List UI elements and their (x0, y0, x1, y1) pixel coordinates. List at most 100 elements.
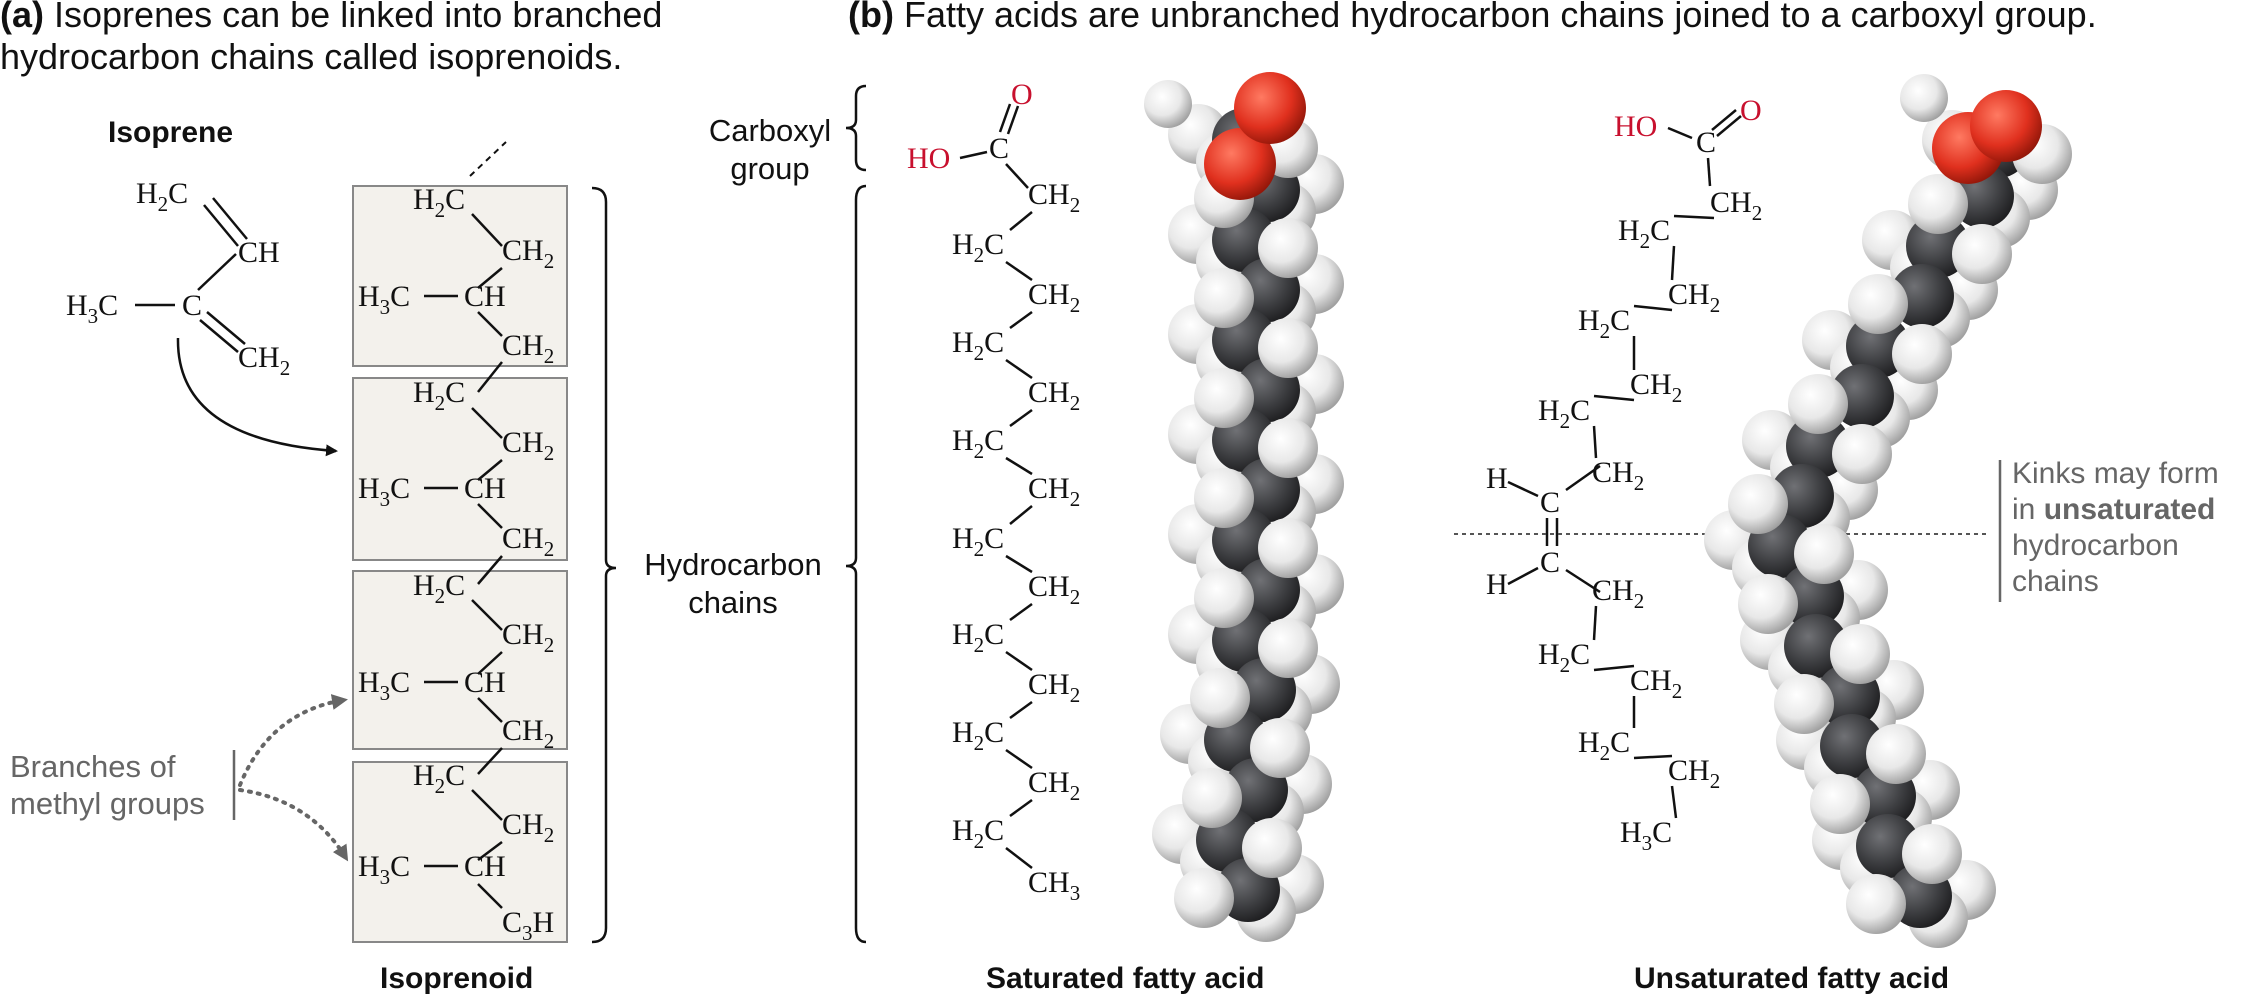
unsat-bottom-group-1: CH2 (1592, 574, 1644, 613)
unit4-c3h-end: C3H (502, 906, 554, 945)
unsat-top-group-3: CH2 (1668, 278, 1720, 317)
unsat-bottom-group-4: H2C (1578, 726, 1630, 765)
unsaturated-space-filling-model (1704, 74, 2072, 948)
unsat-carboxyl-c: C (1696, 126, 1716, 159)
oxygen-atom (1204, 128, 1276, 200)
unsat-top-group-1: CH2 (1710, 186, 1762, 225)
hydrogen-atom (1258, 318, 1318, 378)
hydrocarbon-brace (845, 184, 867, 944)
sat-group-12: H2C (952, 716, 1004, 755)
oxygen-atom (1970, 90, 2042, 162)
sat-group-1: CH2 (1028, 178, 1080, 217)
panel-b-braces (845, 84, 867, 944)
isoprene-label: Isoprene (108, 116, 234, 149)
unit4-h3c: H3C (358, 850, 410, 889)
hydrogen-atom (1788, 374, 1848, 434)
hydrogen-atom (1194, 468, 1254, 528)
isoprene-structure: H2C CH H3C C CH2 (66, 177, 338, 457)
hydrogen-atom (1242, 818, 1302, 878)
unit4-ch2-a: CH2 (502, 808, 554, 847)
hydrogen-atom (1258, 218, 1318, 278)
unit2-h3c: H3C (358, 472, 410, 511)
unsaturated-label: Unsaturated fatty acid (1634, 962, 1950, 995)
unit3-h3c: H3C (358, 666, 410, 705)
hydrogen-atom (1182, 768, 1242, 828)
hydrogen-atom (1902, 824, 1962, 884)
panel-a-title: (a) Isoprenes can be linked into branche… (0, 0, 662, 78)
hydrogen-atom (1774, 674, 1834, 734)
carboxyl-line2: group (730, 151, 810, 186)
unsat-top-group-2: H2C (1618, 214, 1670, 253)
sat-carboxyl-c: C (989, 132, 1009, 165)
kinks-bold: unsaturated (2043, 493, 2216, 526)
hydrogen-atom (1258, 518, 1318, 578)
hydrogen-atom (1848, 274, 1908, 334)
unsat-top-group-7: CH2 (1592, 456, 1644, 495)
carboxyl-brace (845, 84, 867, 172)
sat-group-7: CH2 (1028, 472, 1080, 511)
hydrogen-atom (1866, 724, 1926, 784)
hydrogen-atom (1952, 224, 2012, 284)
panel-a-prefix: (a) (0, 0, 44, 35)
hydrogen-atom (1194, 568, 1254, 628)
unit1-ch: CH (464, 280, 506, 313)
unsat-top-group-6: H2C (1538, 394, 1590, 433)
sat-group-2: H2C (952, 228, 1004, 267)
hydrogen-atom (1900, 74, 1948, 122)
hydrogen-atom (1908, 174, 1968, 234)
panel-b-title: (b) Fatty acids are unbranched hydrocarb… (848, 0, 2097, 36)
kinks-line3: hydrocarbon (2012, 529, 2179, 562)
isoprene-unit-box-4 (352, 761, 568, 943)
kinks-line1: Kinks may form (2012, 457, 2219, 490)
hydrogen-atom (1194, 268, 1254, 328)
unit1-ch2-a: CH2 (502, 234, 554, 273)
unsaturated-structure: O HO C CH2H2CCH2H2CCH2H2CCH2CH2H2CCH2H2C… (1486, 94, 1762, 855)
hydrogen-atom (1250, 718, 1310, 778)
hydrogen-atom (1794, 524, 1854, 584)
unsat-top-group-4: H2C (1578, 304, 1630, 343)
hydrogen-atom (1258, 618, 1318, 678)
branches-label: Branches of methyl groups (10, 748, 205, 822)
branches-line1: Branches of (10, 749, 176, 784)
hydrogen-atom (1194, 368, 1254, 428)
unit2-ch2-a: CH2 (502, 426, 554, 465)
saturated-structure: O HO C CH2H2CCH2H2CCH2H2CCH2H2CCH2H2CCH2… (907, 78, 1080, 905)
sat-group-10: H2C (952, 618, 1004, 657)
sat-group-8: H2C (952, 522, 1004, 561)
hydrogen-atom (1892, 324, 1952, 384)
sat-group-15: CH3 (1028, 866, 1080, 905)
sat-hydroxyl: HO (907, 142, 950, 175)
isoprene-h2c-top: H2C (136, 177, 188, 216)
isoprene-unit-box-1 (352, 185, 568, 367)
unit3-ch: CH (464, 666, 506, 699)
sat-group-3: CH2 (1028, 278, 1080, 317)
carboxyl-label: Carboxyl group (690, 112, 850, 188)
saturated-label: Saturated fatty acid (986, 962, 1265, 995)
unit1-h3c: H3C (358, 280, 410, 319)
sat-group-11: CH2 (1028, 668, 1080, 707)
hydrogen-atom (1738, 574, 1798, 634)
sat-group-14: H2C (952, 814, 1004, 853)
unit3-ch2-b: CH2 (502, 714, 554, 753)
hydrogen-atom (1846, 874, 1906, 934)
isoprene-ch: CH (238, 236, 280, 269)
sat-chain-carbons: CH2H2CCH2H2CCH2H2CCH2H2CCH2H2CCH2H2CCH2H… (952, 178, 1080, 905)
sat-oxygen-top: O (1011, 78, 1033, 111)
hydrogen-atom (1144, 80, 1192, 128)
unit4-h2c: H2C (413, 759, 465, 798)
unit2-ch2-b: CH2 (502, 522, 554, 561)
unsat-bottom-group-2: H2C (1538, 638, 1590, 677)
hydrocarbon-label: Hydrocarbon chains (628, 546, 838, 622)
isoprene-unit-box-2 (352, 377, 568, 561)
panel-b-prefix: (b) (848, 0, 894, 35)
branches-line2: methyl groups (10, 786, 205, 821)
sat-group-4: H2C (952, 326, 1004, 365)
isoprene-c-center: C (182, 289, 202, 322)
unit1-h2c: H2C (413, 183, 465, 222)
carboxyl-line1: Carboxyl (708, 113, 832, 148)
panel-b-title-text: Fatty acids are unbranched hydrocarbon c… (903, 0, 2097, 35)
isoprenoid-chain: H2C CH2 H3C CH CH2 H2C CH2 H3C CH CH2 H2… (352, 141, 617, 945)
unsat-hydroxyl: HO (1614, 110, 1657, 143)
